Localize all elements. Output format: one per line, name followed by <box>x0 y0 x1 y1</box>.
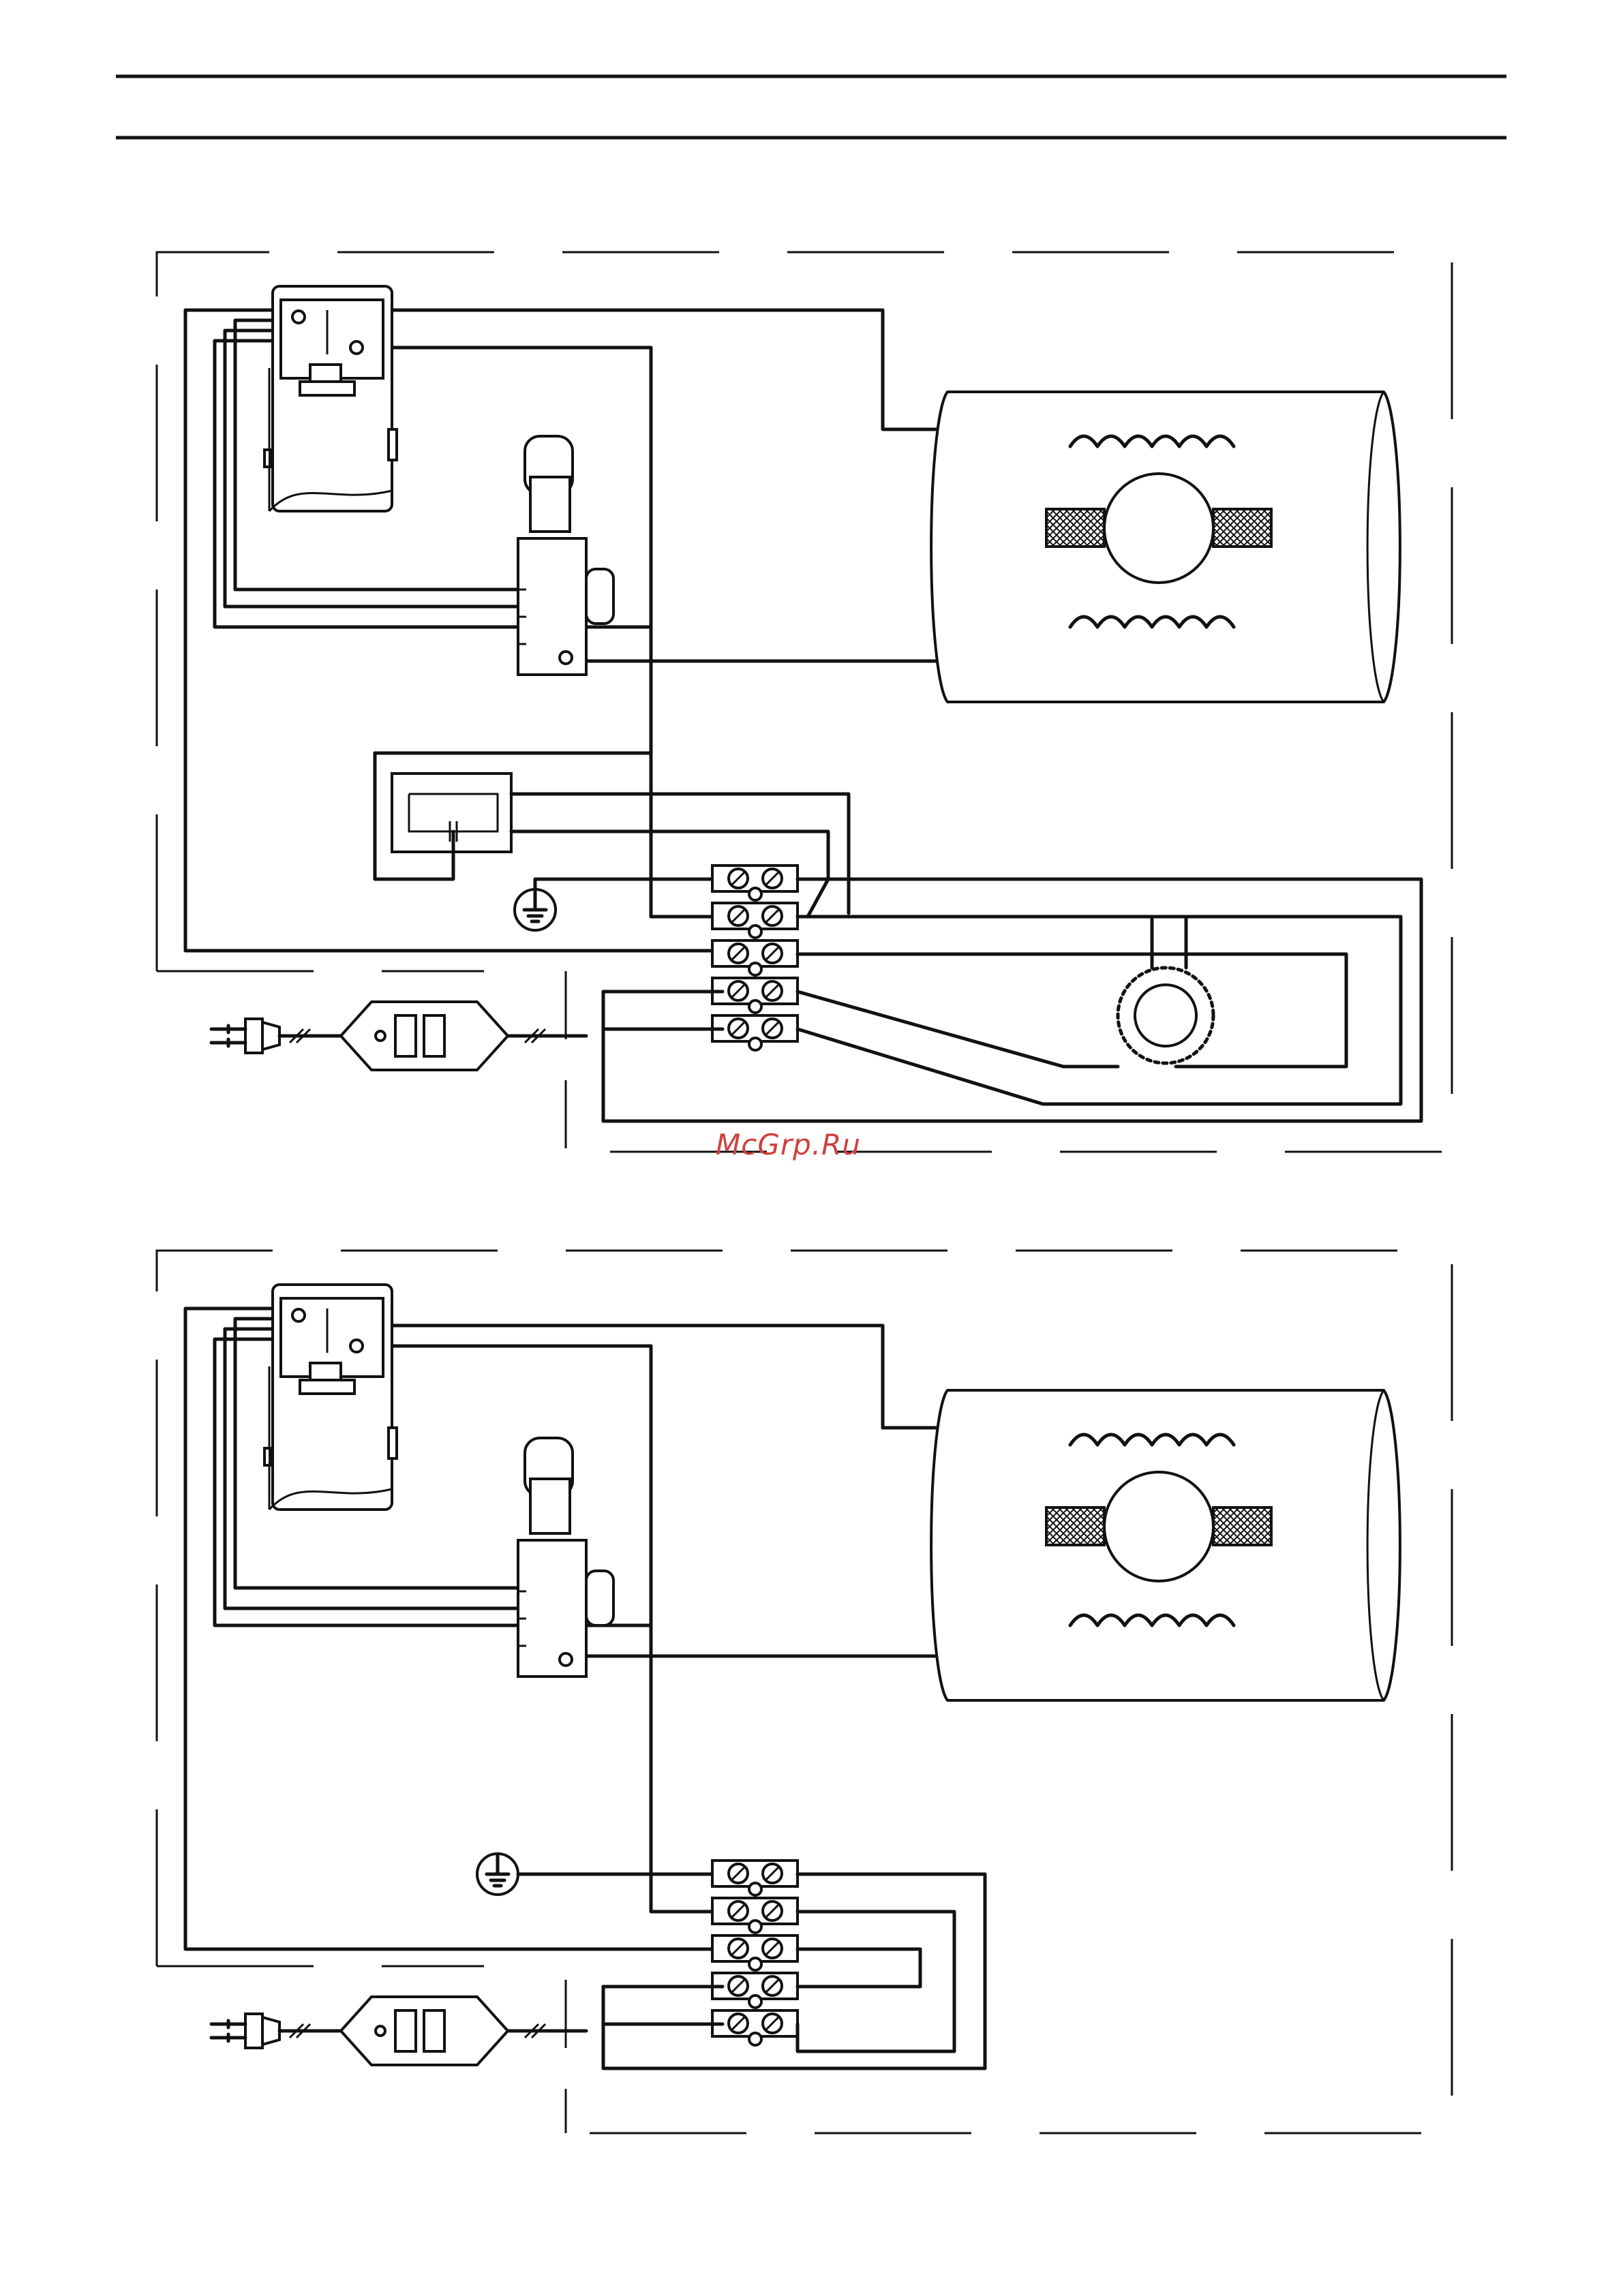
diagram-upper <box>157 252 1452 1152</box>
toroid-choke <box>1118 968 1213 1063</box>
handle-switch-lower <box>264 1285 397 1510</box>
diagram-lower <box>157 1251 1452 2133</box>
motor-upper <box>931 392 1400 702</box>
trigger-switch-lower <box>518 1438 613 1677</box>
plug-and-prcd-lower <box>211 1997 586 2065</box>
plug-and-prcd-upper <box>211 1002 586 1070</box>
handle-switch-upper <box>264 286 397 511</box>
watermark-text: McGrp.Ru <box>716 1128 861 1161</box>
earth-symbol-lower <box>477 1854 518 1895</box>
earth-symbol-upper <box>515 889 556 930</box>
trigger-switch-upper <box>518 436 613 675</box>
motor-lower <box>931 1390 1400 1700</box>
